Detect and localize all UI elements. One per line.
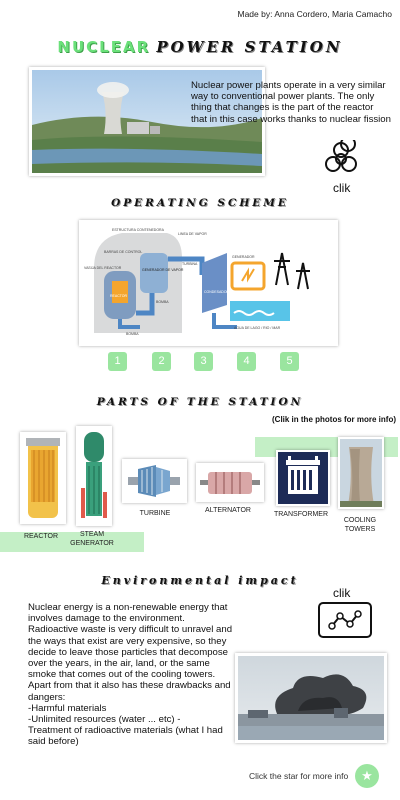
steam-generator-photo[interactable]: [76, 426, 112, 526]
parts-hint: (Clik in the photos for more info): [272, 415, 396, 424]
label-agua: AGUA DE LAGO / RIO / MAR: [234, 326, 281, 330]
turbine-image: [128, 465, 180, 497]
chart-link-icon[interactable]: [318, 602, 372, 638]
cooling-towers-image: [340, 439, 382, 507]
step-1-button[interactable]: 1: [108, 352, 127, 371]
label-barras: BARRAS DE CONTROL: [104, 250, 142, 254]
footer-text: Click the star for more info: [249, 771, 349, 781]
turbine-label: TURBINE: [139, 510, 171, 517]
reactor-photo[interactable]: [20, 432, 66, 524]
nuclear-plant-photo[interactable]: [29, 67, 265, 176]
step-3-button[interactable]: 3: [194, 352, 213, 371]
smoke-photo[interactable]: [235, 653, 387, 743]
nuclear-plant-image: [32, 70, 262, 173]
parts-heading: PARTS OF THE STATION: [96, 396, 304, 408]
label-linea-vapor: LINEA DE VAPOR: [178, 232, 207, 236]
reactor-image: [26, 438, 60, 518]
label-bomba-1: BOMBA: [156, 300, 169, 304]
reactor-label: REACTOR: [23, 533, 59, 540]
radiation-icon[interactable]: [322, 136, 360, 178]
intro-text: Nuclear power plants operate in a very s…: [191, 80, 391, 125]
transformer-label: TRANSFORMER: [273, 511, 329, 518]
alternator-photo[interactable]: [196, 463, 264, 502]
label-turbina: TURBINA: [182, 262, 198, 266]
steam-generator-label: STEAM GENERATOR: [70, 531, 114, 547]
alternator-label: ALTERNATOR: [205, 507, 251, 514]
label-generador: GENERADOR: [232, 255, 255, 259]
credits: Made by: Anna Cordero, Maria Camacho: [237, 9, 393, 19]
page-title: NUCLEAR POWER STATION: [0, 38, 400, 56]
step-5-button[interactable]: 5: [280, 352, 299, 371]
smoke-image: [238, 656, 384, 740]
cooling-towers-label: COOLING TOWERS: [343, 517, 377, 533]
label-condensador: CONDESADOR: [204, 290, 230, 294]
drawback-item: Treatment of radioactive materials (what…: [28, 725, 223, 748]
title-power-station: POWER STATION: [156, 38, 343, 56]
steam-generator-image: [81, 432, 107, 518]
label-estructura: ESTRUCTURA CONTENEDORA: [112, 228, 165, 232]
transformer-photo[interactable]: [276, 450, 330, 506]
label-vasija: VASIJA DEL REACTOR: [84, 266, 122, 270]
clik-label-env[interactable]: clik: [333, 586, 351, 600]
alternator-image: [200, 472, 260, 494]
label-bomba-2: BOMBA: [126, 332, 139, 336]
plant-diagram: ESTRUCTURA CONTENEDORA BARRAS DE CONTROL…: [84, 228, 310, 336]
transformer-image: [278, 452, 328, 504]
environmental-paragraph: Nuclear energy is a non-renewable energy…: [28, 602, 233, 703]
clik-label-intro[interactable]: clik: [333, 181, 351, 195]
label-reactor: REACTOR: [110, 294, 128, 298]
cooling-towers-photo[interactable]: [338, 437, 384, 509]
green-highlight-left: [0, 532, 144, 552]
turbine-photo[interactable]: [122, 459, 187, 503]
drawback-item: -Harmful materials: [28, 702, 107, 714]
operating-scheme-diagram[interactable]: ESTRUCTURA CONTENEDORA BARRAS DE CONTROL…: [79, 220, 338, 346]
operating-scheme-heading: OPERATING SCHEME: [111, 197, 289, 209]
step-2-button[interactable]: 2: [152, 352, 171, 371]
step-4-button[interactable]: 4: [237, 352, 256, 371]
drawback-item: -Unlimited resources (water ... etc) -: [28, 714, 181, 726]
star-icon[interactable]: ★: [355, 764, 379, 788]
environmental-heading: Environmental impact: [101, 574, 299, 587]
environmental-text: Nuclear energy is a non-renewable energy…: [28, 602, 233, 748]
title-nuclear: NUCLEAR: [57, 38, 151, 56]
label-generador-vapor: GENERADOR DE VAPOR: [142, 268, 184, 272]
